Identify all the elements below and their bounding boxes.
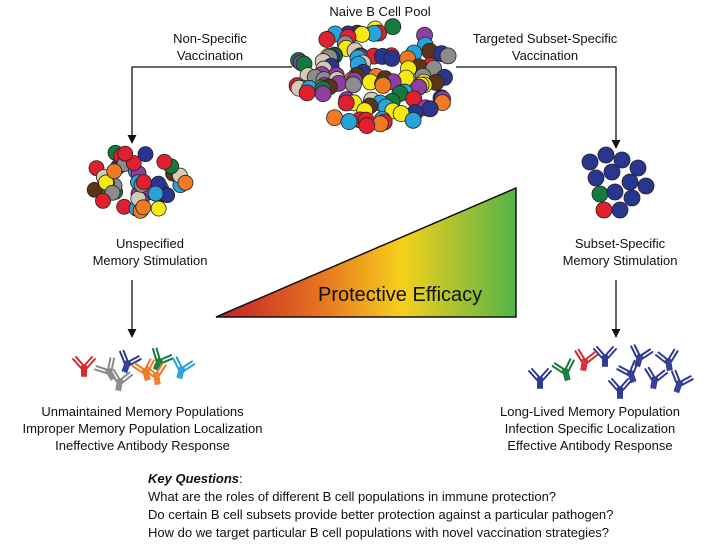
antibody-icon [528, 368, 552, 389]
b-cell [591, 185, 609, 203]
outcome-item: Unmaintained Memory Populations [41, 404, 244, 419]
b-cell [95, 192, 111, 209]
question-item: What are the roles of different B cell p… [148, 489, 557, 504]
antibody-icon [644, 366, 669, 390]
outcome-item: Ineffective Antibody Response [55, 438, 230, 453]
key-questions-colon: : [239, 471, 243, 486]
antibody-icon [109, 368, 134, 392]
b-cell [587, 169, 605, 187]
b-cell [421, 100, 439, 118]
efficacy-wedge [215, 186, 517, 318]
antibody-icon [630, 344, 654, 368]
b-cell [177, 174, 194, 191]
b-cell [597, 146, 615, 164]
antibody-icon [119, 349, 142, 374]
b-cell [353, 25, 371, 43]
antibody-icon [654, 348, 679, 372]
antibody-icon [671, 369, 694, 394]
antibody-icon [608, 378, 632, 399]
naive-cell-pool [288, 18, 457, 134]
left-antibody-group [72, 347, 196, 392]
b-cell [137, 146, 154, 163]
label-line: Targeted Subset-Specific [472, 31, 618, 46]
outcome-item: Long-Lived Memory Population [500, 404, 680, 419]
b-cell [314, 85, 332, 103]
b-cell [606, 183, 624, 201]
question-item: How do we target particular B cell popul… [148, 525, 610, 540]
left-branch-arrow [127, 66, 292, 144]
label-line: Subset-Specific [574, 236, 666, 251]
targeted-vaccination-label: Targeted Subset-Specific Vaccination [450, 30, 640, 64]
b-cell [629, 159, 647, 177]
left-outcomes: Unmaintained Memory Populations Improper… [0, 403, 285, 454]
outcome-item: Effective Antibody Response [507, 438, 673, 453]
b-cell [326, 109, 343, 127]
right-branch-arrow [456, 66, 621, 149]
label-line: Unspecified [116, 236, 184, 251]
unspecified-cell-cluster [86, 144, 194, 219]
question-item: Do certain B cell subsets provide better… [148, 507, 614, 522]
antibody-icon [172, 356, 196, 380]
subset-memory-label: Subset-Specific Memory Stimulation [530, 235, 709, 269]
b-cell [404, 111, 422, 129]
b-cell [384, 18, 402, 36]
label-line: Memory Stimulation [562, 253, 678, 268]
antibody-icon [593, 346, 617, 367]
antibody-icon [574, 348, 599, 372]
b-cell [374, 77, 392, 94]
b-cell [298, 84, 316, 102]
b-cell [383, 50, 401, 67]
antibody-icon [142, 362, 167, 386]
b-cell [150, 200, 167, 217]
unspecified-memory-label: Unspecified Memory Stimulation [60, 235, 240, 269]
non-specific-vaccination-label: Non-Specific Vaccination [150, 30, 270, 64]
label-line: Vaccination [511, 48, 579, 63]
b-cell [117, 145, 134, 162]
efficacy-label: Protective Efficacy [318, 284, 483, 306]
label-line: Memory Stimulation [92, 253, 208, 268]
b-cell [337, 94, 355, 112]
right-outcomes: Long-Lived Memory Population Infection S… [470, 403, 709, 454]
label-line: Non-Specific [173, 31, 247, 46]
right-antibody-group [528, 344, 694, 399]
b-cell [595, 201, 613, 219]
b-cell [358, 117, 376, 134]
b-cell [637, 177, 655, 195]
outcome-item: Infection Specific Localization [504, 421, 676, 436]
b-cell [623, 189, 641, 207]
antibody-icon [551, 358, 575, 382]
label-line: Vaccination [176, 48, 244, 63]
b-cell [318, 31, 336, 48]
b-cell [156, 153, 173, 170]
b-cell [135, 174, 152, 190]
key-questions-heading: Key Questions: [148, 470, 613, 488]
key-questions-title: Key Questions [148, 471, 240, 486]
b-cell [135, 199, 152, 216]
pool-label: Naive B Cell Pool [329, 4, 431, 19]
b-cell [603, 163, 621, 181]
b-cell [611, 201, 629, 219]
b-cell [86, 181, 103, 198]
b-cell [581, 153, 599, 171]
b-cell [613, 151, 631, 169]
outcome-item: Improper Memory Population Localization [22, 421, 263, 436]
b-cell [344, 76, 362, 94]
key-questions: Key Questions: What are the roles of dif… [148, 470, 613, 542]
b-cell [106, 163, 123, 180]
b-cell [340, 113, 358, 130]
b-cell [147, 185, 164, 202]
subset-cell-cluster [581, 146, 655, 219]
antibody-icon [72, 356, 96, 377]
b-cell [621, 173, 639, 191]
b-cell [439, 47, 457, 65]
